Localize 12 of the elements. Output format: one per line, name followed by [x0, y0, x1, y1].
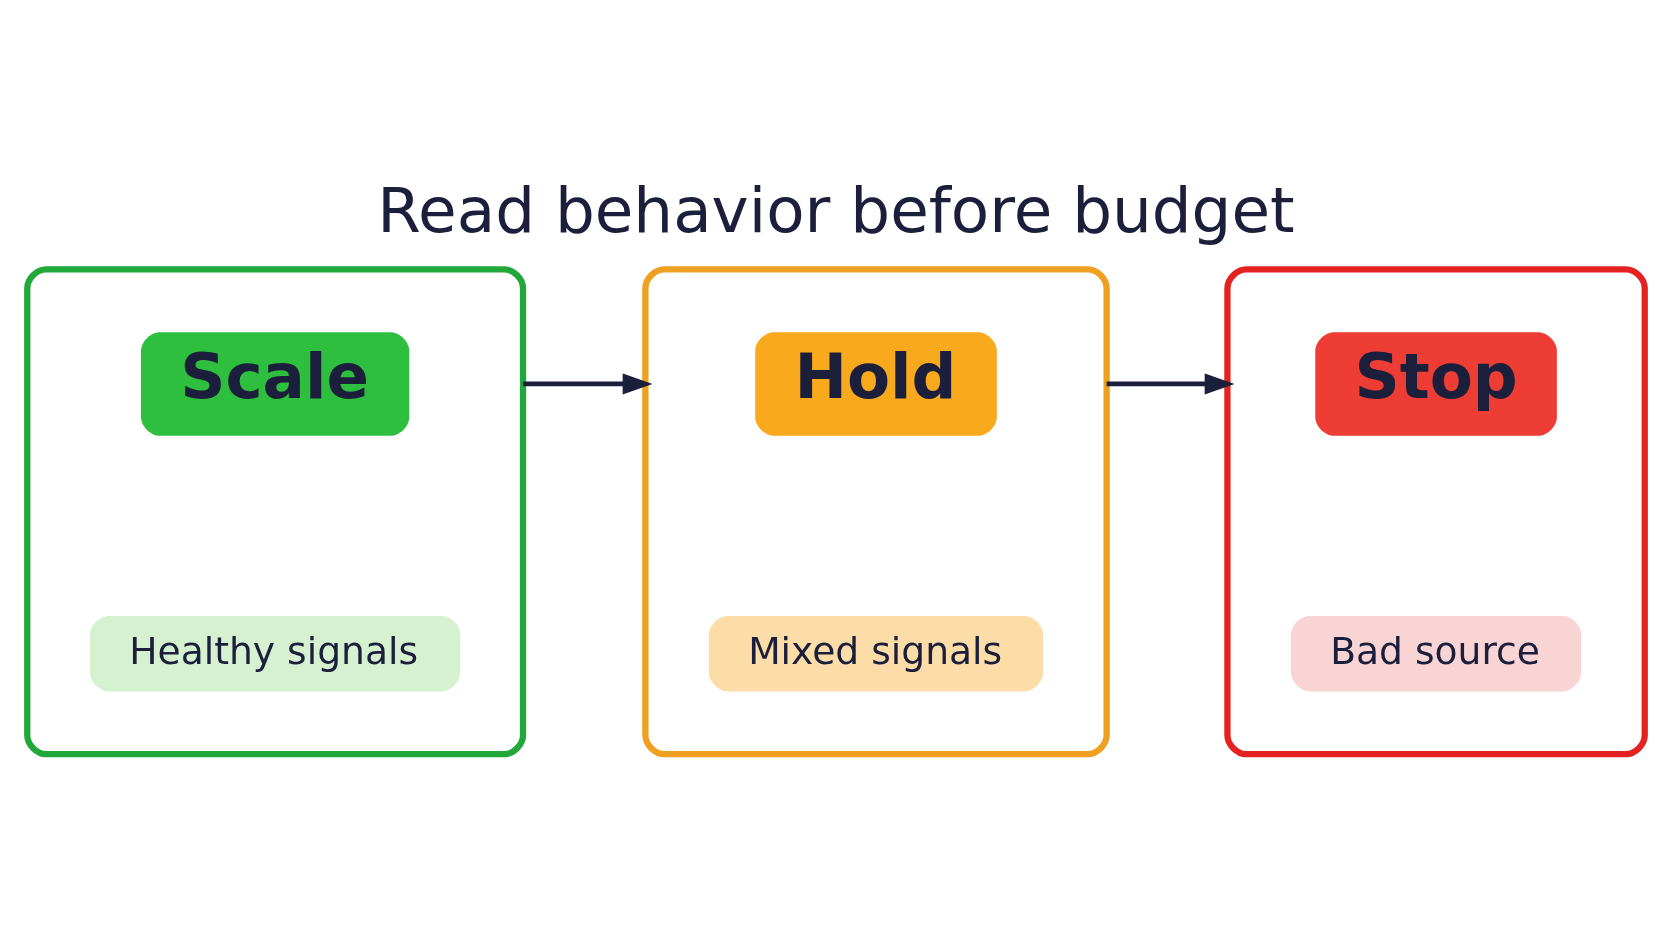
- arrow: [523, 372, 653, 394]
- cluster: [1224, 265, 1648, 757]
- node-box: Bad source: [1290, 615, 1582, 691]
- cluster: [24, 265, 527, 757]
- cluster: [642, 265, 1110, 757]
- node-box: Stop: [1315, 331, 1557, 436]
- node-box: Healthy signals: [90, 615, 461, 691]
- arrow: [1106, 372, 1235, 394]
- node-box: Mixed signals: [708, 615, 1044, 691]
- node-box: Hold: [755, 331, 997, 436]
- diagram-title: Read behavior before budget: [377, 173, 1295, 247]
- node-box: Scale: [141, 331, 410, 436]
